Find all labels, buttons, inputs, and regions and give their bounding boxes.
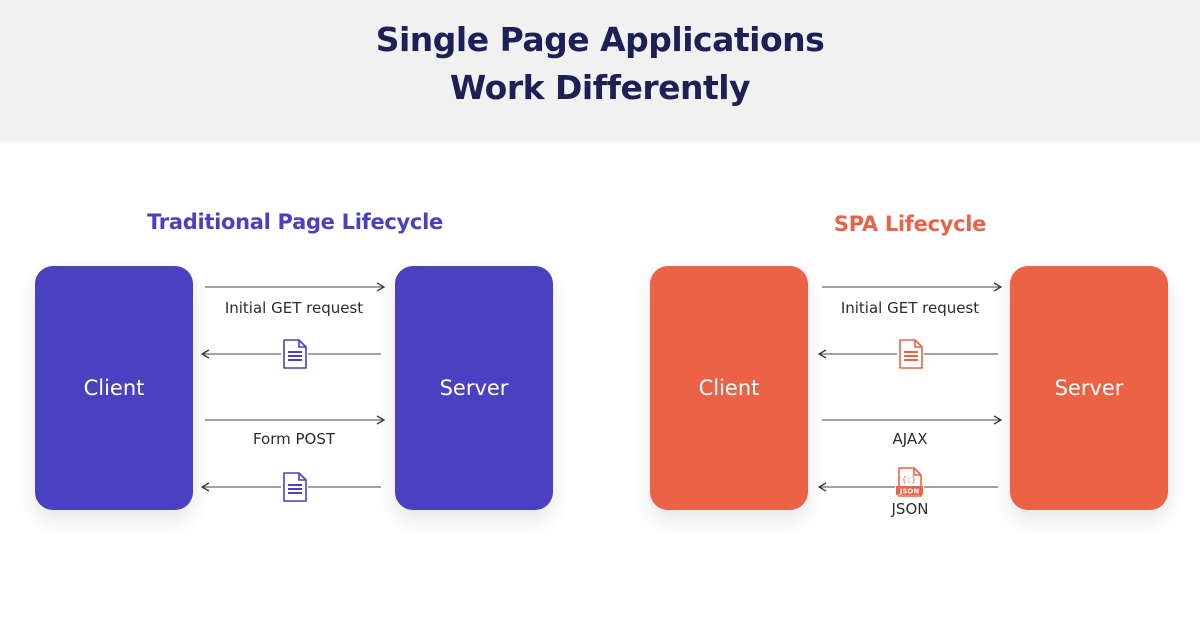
spa-get-request-label: Initial GET request <box>840 299 980 317</box>
spa-json-label: JSON <box>891 500 929 518</box>
page-title-line-1: Single Page Applications <box>375 20 825 59</box>
traditional-client-box: Client <box>35 266 193 510</box>
traditional-server-box: Server <box>395 266 553 510</box>
json-file-icon: {;} JSON <box>895 467 924 498</box>
traditional-server-label: Server <box>439 376 509 400</box>
document-icon <box>897 339 924 370</box>
traditional-client-label: Client <box>83 376 145 400</box>
page-title-line-2: Work Differently <box>449 68 751 107</box>
spa-server-box: Server <box>1010 266 1168 510</box>
traditional-get-request-label: Initial GET request <box>224 299 364 317</box>
spa-server-label: Server <box>1054 376 1124 400</box>
svg-text:{;}: {;} <box>902 475 916 484</box>
document-icon <box>281 472 308 503</box>
spa-client-label: Client <box>698 376 760 400</box>
document-icon <box>281 339 308 370</box>
header-band: Single Page Applications Work Differentl… <box>0 0 1200 142</box>
spa-client-box: Client <box>650 266 808 510</box>
traditional-form-post-label: Form POST <box>252 430 336 448</box>
traditional-lifecycle-title: Traditional Page Lifecycle <box>147 210 443 234</box>
spa-lifecycle-title: SPA Lifecycle <box>833 212 987 236</box>
spa-ajax-label: AJAX <box>892 430 928 448</box>
json-file-icon-label: JSON <box>899 488 920 496</box>
